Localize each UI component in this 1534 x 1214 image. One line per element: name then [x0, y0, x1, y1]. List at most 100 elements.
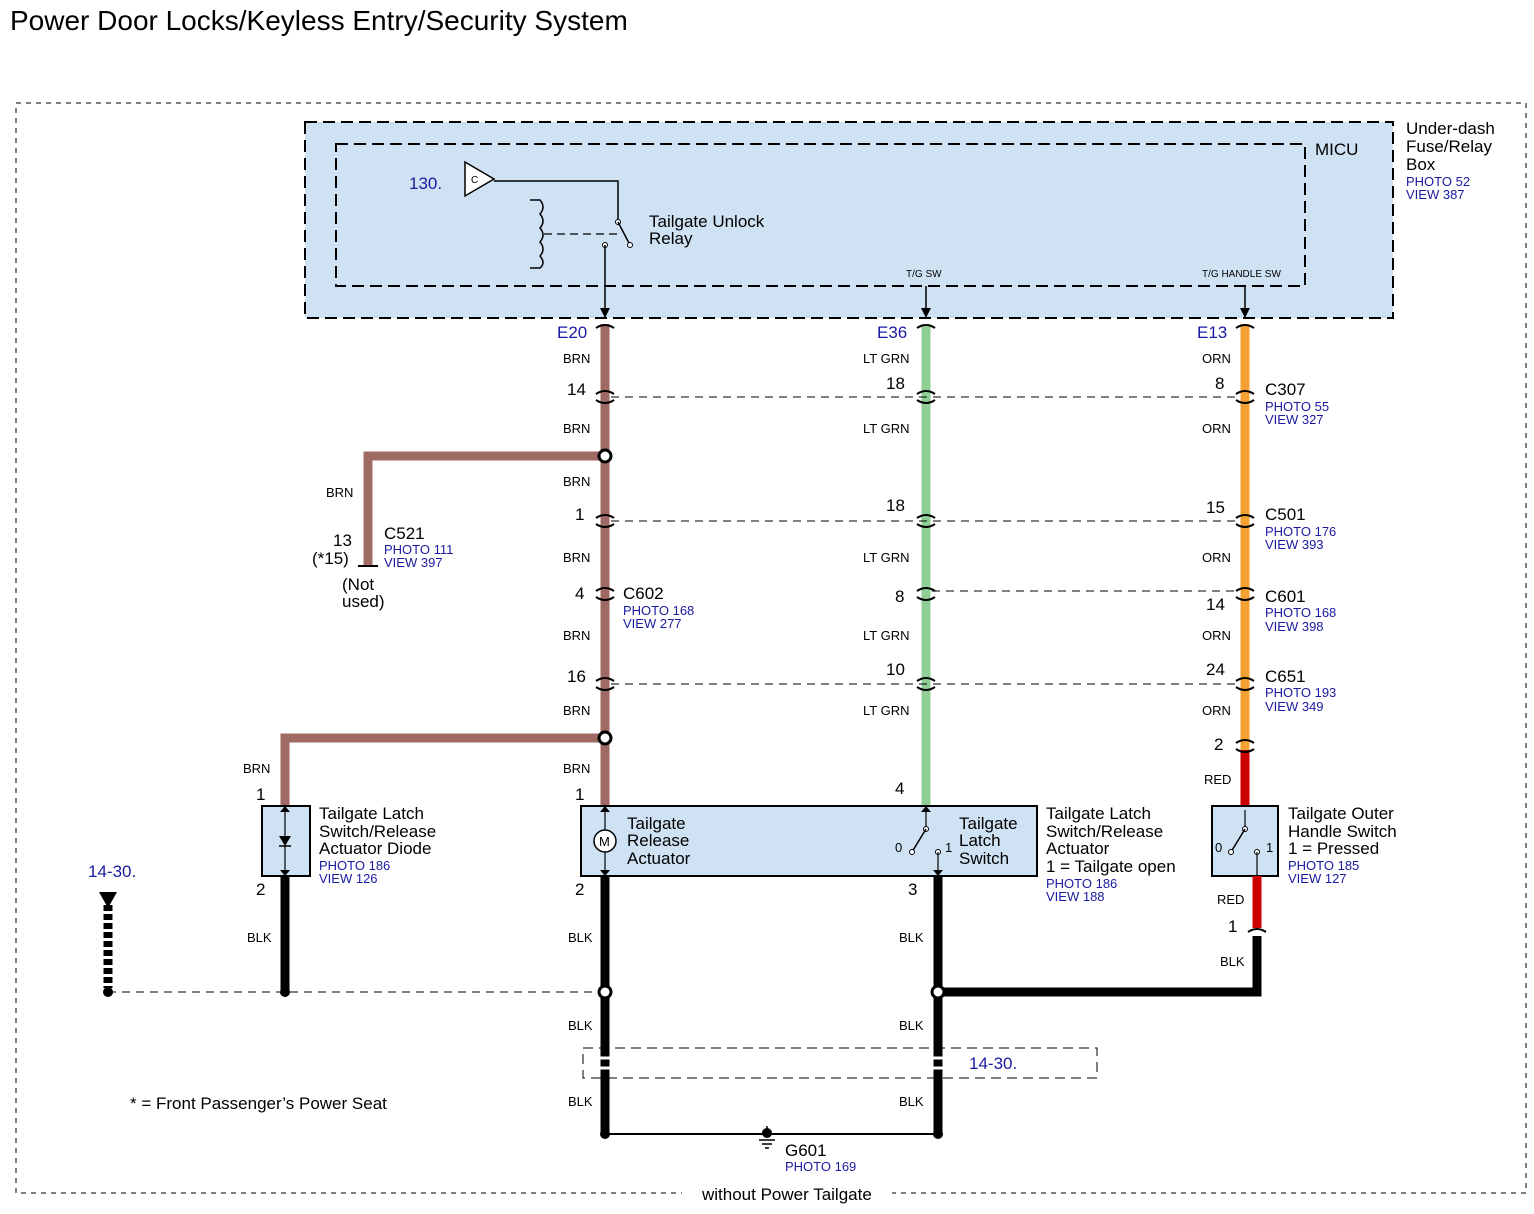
c601-photo-link[interactable]: PHOTO 168 [1265, 605, 1336, 620]
connector-pins: 14 18 8 1 18 15 4 8 14 16 10 24 13 (*15) [312, 374, 1225, 686]
c501-name: C501 [1265, 505, 1306, 524]
outer-handle-photo-link[interactable]: PHOTO 185 [1288, 858, 1359, 873]
lbl-brn-diode: BRN [243, 761, 270, 776]
wire-brn-diode-branch [280, 733, 605, 805]
splice-diode-ground [280, 987, 290, 997]
diode-photo-link[interactable]: PHOTO 186 [319, 858, 390, 873]
relay-contact-common [627, 242, 633, 248]
fuse-box-name-1: Under-dash [1406, 119, 1495, 138]
diode-view-link[interactable]: VIEW 126 [319, 871, 378, 886]
relay-coil-icon [530, 199, 544, 269]
lbl-brn-4: BRN [563, 550, 590, 565]
svg-text:18: 18 [886, 374, 905, 393]
c601-view-link[interactable]: VIEW 398 [1265, 619, 1324, 634]
fuse-box-name-2: Fuse/Relay [1406, 137, 1492, 156]
outer-handle-arm-icon [1230, 828, 1246, 853]
micu-label: MICU [1315, 140, 1358, 159]
c307-view-link[interactable]: VIEW 327 [1265, 412, 1324, 427]
latch-assembly-name-4: 1 = Tailgate open [1046, 857, 1176, 876]
svg-text:16: 16 [567, 667, 586, 686]
diode-icon [279, 836, 291, 846]
lbl-blk-act-2: BLK [568, 1018, 593, 1033]
svg-text:8: 8 [895, 587, 904, 606]
ground-photo-link[interactable]: PHOTO 169 [785, 1159, 856, 1174]
fuse-relay-box [304, 121, 1394, 319]
latch-switch-pin-top: 4 [895, 779, 904, 798]
ref-node [103, 987, 113, 997]
c521-view-link[interactable]: VIEW 397 [384, 555, 443, 570]
lbl-ltgrn-1: LT GRN [863, 351, 909, 366]
relay-control-wire [494, 180, 619, 222]
latch-assembly-view-link[interactable]: VIEW 188 [1046, 889, 1105, 904]
page-title: Power Door Locks/Keyless Entry/Security … [10, 5, 628, 36]
lbl-brn-1: BRN [563, 351, 590, 366]
c651-photo-link[interactable]: PHOTO 193 [1265, 685, 1336, 700]
c501-view-link[interactable]: VIEW 393 [1265, 537, 1324, 552]
svg-text:18: 18 [886, 496, 905, 515]
svg-text:14: 14 [1206, 595, 1225, 614]
svg-text:13: 13 [333, 531, 352, 550]
tg-sw-label: T/G SW [906, 269, 942, 280]
c651-view-link[interactable]: VIEW 349 [1265, 699, 1324, 714]
e20-arrow-icon [600, 308, 610, 318]
c521-photo-link[interactable]: PHOTO 111 [384, 542, 453, 557]
c602-name: C602 [623, 584, 664, 603]
latch-assembly-box [580, 805, 1038, 877]
svg-text:14: 14 [567, 380, 586, 399]
outer-handle-view-link[interactable]: VIEW 127 [1288, 871, 1347, 886]
wire-color-labels: BRN BRN BRN BRN BRN BRN BRN BRN BRN LT G… [243, 351, 1245, 1109]
fuse-box-photo-link[interactable]: PHOTO 52 [1406, 174, 1470, 189]
actuator-name-2: Release [627, 831, 689, 850]
latch-assembly-name-3: Actuator [1046, 839, 1110, 858]
latch-switch-name-2: Latch [959, 831, 1001, 850]
lbl-blk-sw-2: BLK [899, 1018, 924, 1033]
fuse-box-view-link[interactable]: VIEW 387 [1406, 187, 1465, 202]
ground-icon [762, 1128, 772, 1138]
ref-14-30-left-link[interactable]: 14-30. [88, 862, 136, 881]
svg-text:24: 24 [1206, 660, 1225, 679]
lbl-blk-act-1: BLK [568, 930, 593, 945]
ground-name: G601 [785, 1141, 827, 1160]
condition-label-bg [682, 1183, 892, 1205]
lbl-orn-4: ORN [1202, 628, 1231, 643]
e36-arrow-icon [921, 308, 931, 318]
svg-text:15: 15 [1206, 498, 1225, 517]
lbl-brn-6: BRN [563, 703, 590, 718]
condition-label: without Power Tailgate [701, 1185, 872, 1204]
latch-switch-arm-icon [911, 828, 927, 853]
outer-handle-pin-bottom: 1 [1228, 917, 1237, 936]
c501-photo-link[interactable]: PHOTO 176 [1265, 524, 1336, 539]
lbl-ltgrn-5: LT GRN [863, 703, 909, 718]
svg-text:4: 4 [575, 584, 584, 603]
outer-handle-pin-top: 2 [1214, 735, 1223, 754]
c307-photo-link[interactable]: PHOTO 55 [1265, 399, 1329, 414]
lbl-ltgrn-4: LT GRN [863, 628, 909, 643]
splice-actuator-ground [597, 984, 613, 1000]
splice-brn-lower [597, 730, 613, 746]
latch-switch-name-1: Tailgate [959, 814, 1018, 833]
latch-switch-pos0: 0 [895, 840, 902, 855]
svg-text:1: 1 [575, 505, 584, 524]
actuator-pin-bottom: 2 [575, 880, 584, 899]
relay-control-letter: C [471, 175, 478, 186]
actuator-pin-top: 1 [575, 785, 584, 804]
lbl-orn-3: ORN [1202, 550, 1231, 565]
ref-14-30-bottom-link[interactable]: 14-30. [969, 1054, 1017, 1073]
lbl-brn-5: BRN [563, 628, 590, 643]
diode-pin-top: 1 [256, 785, 265, 804]
lbl-orn-1: ORN [1202, 351, 1231, 366]
outer-handle-pos1: 1 [1266, 840, 1273, 855]
tg-handle-sw-label: T/G HANDLE SW [1202, 269, 1281, 280]
outer-handle-pos0: 0 [1215, 840, 1222, 855]
diode-name-2: Switch/Release [319, 822, 436, 841]
c602-photo-link[interactable]: PHOTO 168 [623, 603, 694, 618]
latch-assembly-photo-link[interactable]: PHOTO 186 [1046, 876, 1117, 891]
lbl-blk-diode: BLK [247, 930, 272, 945]
relay-control-ref-link[interactable]: 130. [409, 174, 442, 193]
c602-view-link[interactable]: VIEW 277 [623, 616, 682, 631]
diode-name-1: Tailgate Latch [319, 804, 424, 823]
relay-control-triangle-icon [464, 160, 496, 198]
latch-switch-pos1: 1 [945, 840, 952, 855]
wire-brn-c521-branch [363, 451, 605, 566]
